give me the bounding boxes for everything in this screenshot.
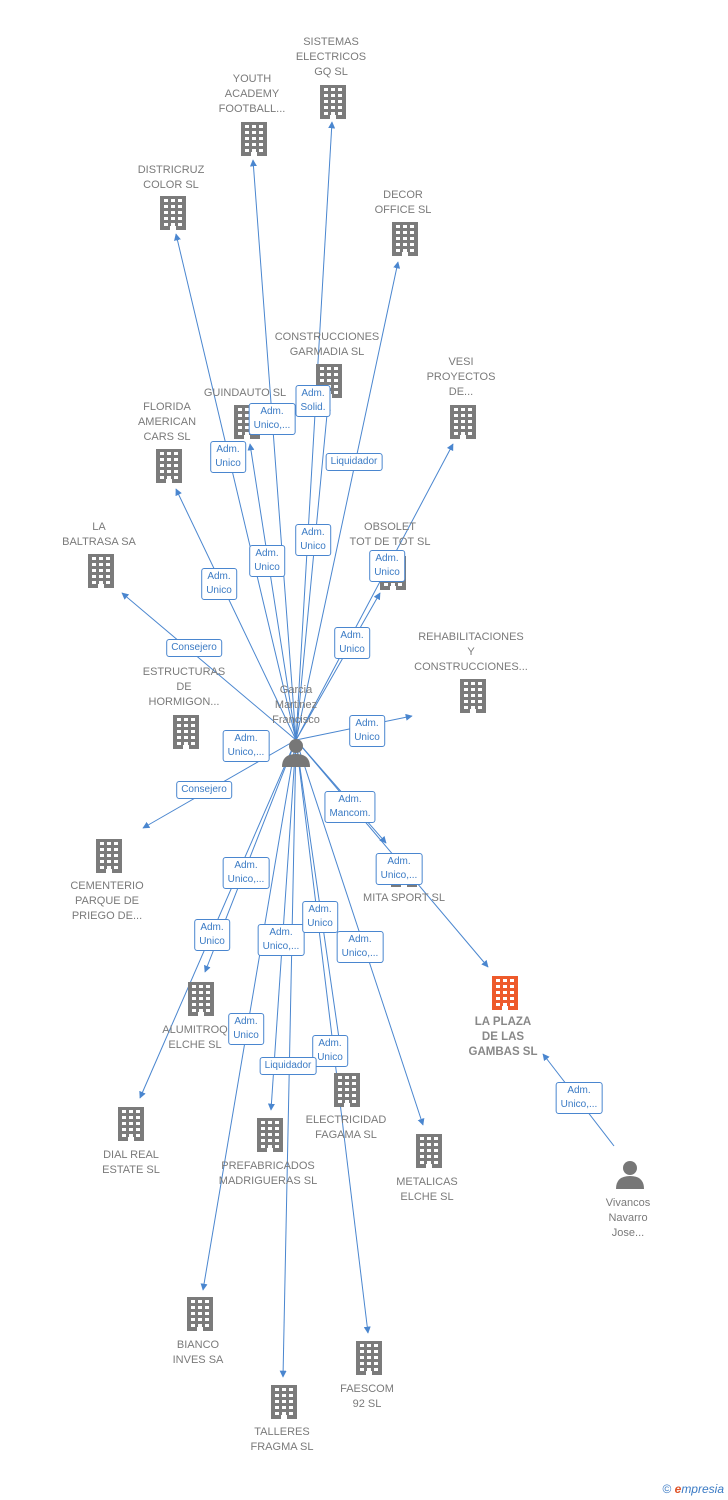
building-icon-baltrasa bbox=[88, 554, 114, 588]
building-icon-districruz bbox=[160, 196, 186, 230]
building-icon-florida bbox=[156, 449, 182, 483]
edge-label-garcia-metalicas[interactable]: Adm. Unico,... bbox=[336, 931, 384, 963]
edge-label-garcia-obsolet[interactable]: Adm. Unico bbox=[334, 627, 370, 659]
node-label-metalicas[interactable]: METALICAS ELCHE SL bbox=[396, 1176, 458, 1203]
building-icon-alumitroq bbox=[188, 982, 214, 1016]
brand-mark[interactable]: © empresia bbox=[662, 1482, 724, 1496]
node-label-vesi[interactable]: VESI PROYECTOS DE... bbox=[426, 356, 496, 398]
node-label-prefabricados[interactable]: PREFABRICADOS MADRIGUERAS SL bbox=[218, 1160, 318, 1187]
person-icon-vivancos bbox=[616, 1161, 644, 1189]
node-label-electricidad[interactable]: ELECTRICIDAD FAGAMA SL bbox=[305, 1114, 387, 1141]
edge-line-garcia-guindauto bbox=[247, 443, 297, 741]
person-icon-garcia bbox=[282, 739, 310, 767]
edge-label-garcia-vesi[interactable]: Adm. Unico bbox=[369, 550, 405, 582]
edge-label-garcia-rehabilitaciones[interactable]: Adm. Unico bbox=[349, 715, 385, 747]
node-label-plaza[interactable]: LA PLAZA DE LAS GAMBAS SL bbox=[468, 1016, 538, 1058]
edge-label-garcia-plaza[interactable]: Adm. Unico,... bbox=[375, 853, 423, 885]
node-label-alumitroq[interactable]: ALUMITROQ ELCHE SL bbox=[162, 1024, 228, 1051]
edge-label-garcia-dial[interactable]: Adm. Unico,... bbox=[222, 857, 270, 889]
edge-label-garcia-youth[interactable]: Adm. Unico,... bbox=[248, 403, 296, 435]
node-label-talleres[interactable]: TALLERES FRAGMA SL bbox=[250, 1426, 314, 1453]
node-label-cementerio[interactable]: CEMENTERIO PARQUE DE PRIEGO DE... bbox=[70, 880, 144, 922]
building-icon-sistemas bbox=[320, 85, 346, 119]
node-label-florida[interactable]: FLORIDA AMERICAN CARS SL bbox=[137, 401, 197, 443]
node-label-estructuras[interactable]: ESTRUCTURAS DE HORMIGON... bbox=[142, 666, 226, 708]
edge-label-garcia-estructuras[interactable]: Adm. Unico,... bbox=[222, 730, 270, 762]
edge-label-garcia-sistemas[interactable]: Adm. Solid. bbox=[295, 385, 331, 417]
edge-label-garcia-districruz[interactable]: Adm. Unico bbox=[210, 441, 246, 473]
node-label-districruz[interactable]: DISTRICRUZ COLOR SL bbox=[137, 164, 205, 191]
edge-line-garcia-sistemas bbox=[295, 121, 336, 741]
edge-line-garcia-decor bbox=[295, 261, 401, 741]
edge-line-garcia-baltrasa bbox=[121, 592, 297, 741]
edge-label-garcia-bianco[interactable]: Adm. Unico bbox=[228, 1013, 264, 1045]
building-icon-vesi bbox=[450, 405, 476, 439]
node-label-bianco[interactable]: BIANCO INVES SA bbox=[172, 1339, 224, 1366]
edge-label-garcia-talleres[interactable]: Liquidador bbox=[259, 1057, 317, 1075]
node-label-decor[interactable]: DECOR OFFICE SL bbox=[374, 189, 432, 216]
building-icon-cementerio bbox=[96, 839, 122, 873]
edge-line-garcia-florida bbox=[175, 488, 297, 741]
edge-label-garcia-construcciones[interactable]: Adm. Unico bbox=[295, 524, 331, 556]
node-label-garcia[interactable]: Garcia Martinez Francisco bbox=[272, 684, 320, 726]
edge-label-garcia-alumitroq[interactable]: Adm. Unico bbox=[194, 919, 230, 951]
edge-line-garcia-construcciones bbox=[295, 403, 331, 741]
building-icon-bianco bbox=[187, 1297, 213, 1331]
edge-label-vivancos-plaza[interactable]: Adm. Unico,... bbox=[555, 1082, 603, 1114]
edge-label-garcia-prefabricados[interactable]: Adm. Unico,... bbox=[257, 924, 305, 956]
node-label-rehabilitaciones[interactable]: REHABILITACIONES Y CONSTRUCCIONES... bbox=[414, 631, 528, 673]
node-label-construcciones[interactable]: CONSTRUCCIONES GARMADIA SL bbox=[274, 331, 380, 358]
node-label-faescom[interactable]: FAESCOM 92 SL bbox=[340, 1383, 394, 1410]
building-icon-electricidad bbox=[334, 1073, 360, 1107]
edge-label-garcia-faescom[interactable]: Adm. Unico bbox=[312, 1035, 348, 1067]
brand-name: mpresia bbox=[681, 1482, 724, 1496]
edge-label-garcia-baltrasa[interactable]: Consejero bbox=[166, 639, 222, 657]
building-icon-prefabricados bbox=[257, 1118, 283, 1152]
edge-line-garcia-obsolet bbox=[295, 592, 381, 741]
node-label-mita[interactable]: MITA SPORT SL bbox=[363, 892, 445, 904]
edge-label-garcia-cementerio[interactable]: Consejero bbox=[176, 781, 232, 799]
copyright-symbol: © bbox=[662, 1482, 672, 1496]
node-label-guindauto[interactable]: GUINDAUTO SL bbox=[203, 387, 287, 399]
edge-line-garcia-districruz bbox=[174, 233, 297, 741]
building-icon-decor bbox=[392, 222, 418, 256]
building-icon-rehabilitaciones bbox=[460, 679, 486, 713]
node-label-youth[interactable]: YOUTH ACADEMY FOOTBALL... bbox=[218, 73, 286, 115]
edge-label-garcia-guindauto[interactable]: Adm. Unico bbox=[249, 545, 285, 577]
building-icon-talleres bbox=[271, 1385, 297, 1419]
building-icon-metalicas bbox=[416, 1134, 442, 1168]
edge-label-garcia-florida[interactable]: Adm. Unico bbox=[201, 568, 237, 600]
node-label-dial[interactable]: DIAL REAL ESTATE SL bbox=[102, 1149, 160, 1176]
edge-line-garcia-vesi bbox=[295, 443, 454, 741]
edge-line-garcia-youth bbox=[249, 159, 297, 741]
node-label-vivancos[interactable]: Vivancos Navarro Jose... bbox=[605, 1197, 651, 1239]
building-icon-plaza bbox=[492, 976, 518, 1010]
node-label-baltrasa[interactable]: LA BALTRASA SA bbox=[62, 521, 136, 548]
node-label-sistemas[interactable]: SISTEMAS ELECTRICOS GQ SL bbox=[295, 36, 367, 78]
edge-label-garcia-electricidad[interactable]: Adm. Unico bbox=[302, 901, 338, 933]
edge-label-garcia-decor[interactable]: Liquidador bbox=[325, 453, 383, 471]
edge-label-garcia-mita[interactable]: Adm. Mancom. bbox=[324, 791, 376, 823]
building-icon-estructuras bbox=[173, 715, 199, 749]
building-icon-youth bbox=[241, 122, 267, 156]
building-icon-dial bbox=[118, 1107, 144, 1141]
building-icon-faescom bbox=[356, 1341, 382, 1375]
node-label-obsolet[interactable]: OBSOLET TOT DE TOT SL bbox=[349, 521, 431, 548]
brand-initial: e bbox=[674, 1482, 682, 1496]
